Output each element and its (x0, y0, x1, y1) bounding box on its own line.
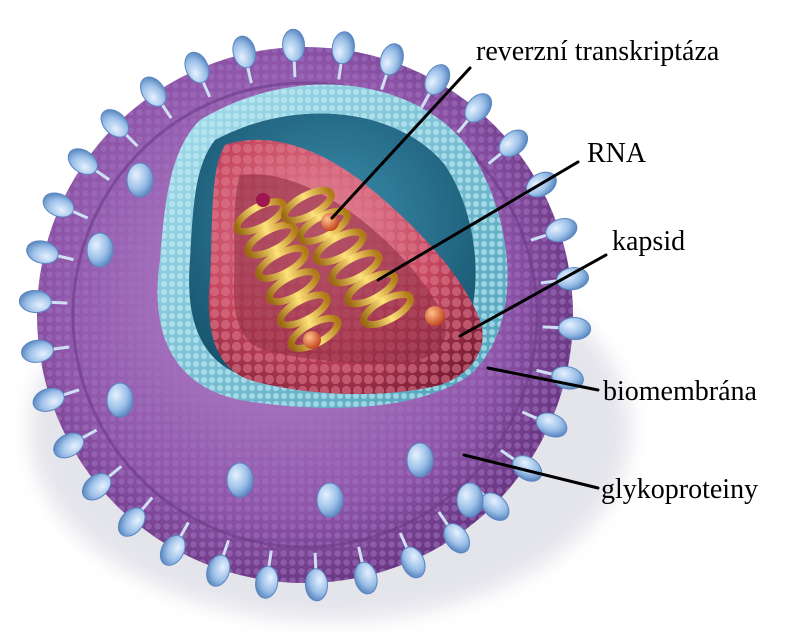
label-glycoproteins: glykoproteiny (601, 474, 758, 505)
label-capsid: kapsid (612, 226, 685, 257)
glycoprotein-spike (127, 163, 153, 197)
label-rna: RNA (587, 138, 647, 169)
glycoprotein-spike (107, 383, 133, 417)
glycoprotein-spike (87, 233, 113, 267)
glycoprotein-spike (407, 443, 433, 477)
label-reverse-transcriptase: reverzní transkriptáza (476, 36, 720, 67)
enzyme-particle (303, 331, 321, 349)
enzyme-particle (425, 306, 445, 326)
reverse-transcriptase-particle (321, 213, 339, 231)
glycoprotein-spike (457, 483, 483, 517)
label-biomembrane: biomembrána (603, 376, 758, 407)
glycoprotein-spike (227, 463, 253, 497)
glycoprotein-spike (317, 483, 343, 517)
enzyme-particle (256, 193, 270, 207)
